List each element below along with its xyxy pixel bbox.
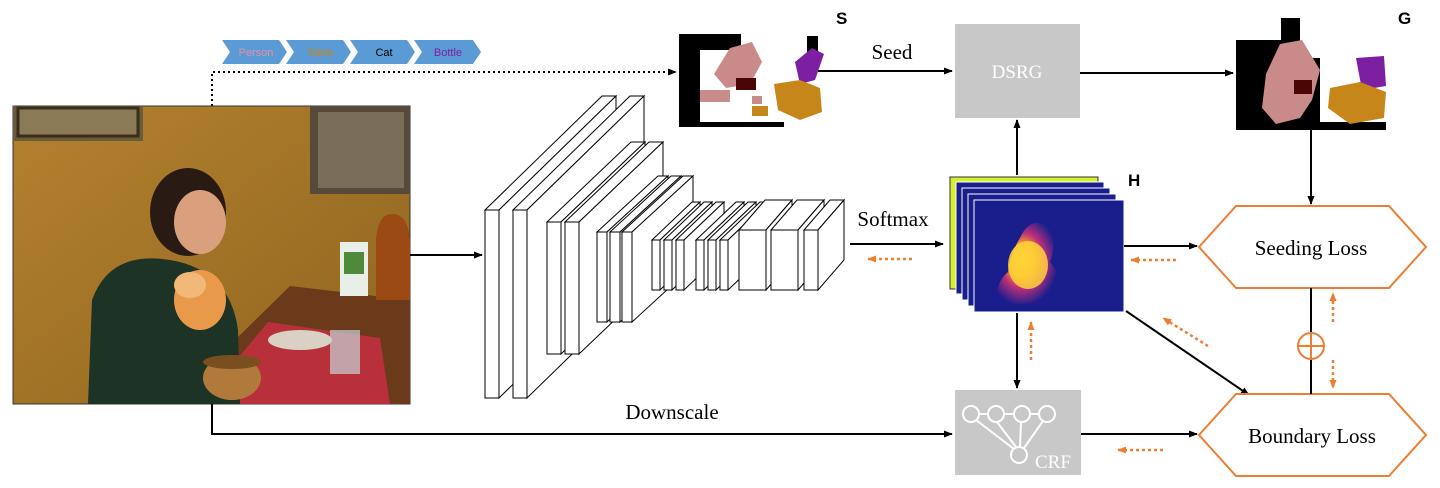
boundary-loss-node: Boundary Loss (1197, 393, 1428, 477)
crf-label: CRF (1035, 452, 1071, 473)
tag-label: Person (239, 47, 274, 59)
tag-label: Bottle (434, 47, 462, 59)
tag-label: Table (307, 47, 333, 59)
downscale-label: Downscale (625, 400, 718, 424)
crf-graph-icon (962, 405, 1056, 464)
tag-chevron: Person (222, 40, 287, 64)
seeding-loss-node: Seeding Loss (1197, 205, 1428, 289)
heatmap-stack (949, 176, 1125, 313)
seeding-loss-label: Seeding Loss (1255, 236, 1368, 260)
grown-seed-map-marker: G (1398, 9, 1411, 28)
tag-chevron: Table (286, 40, 351, 64)
tag-chevron: Cat (350, 40, 415, 64)
heatmap-to-boundary-loss-arrow (1125, 310, 1250, 396)
tag-to-seed-connector (211, 68, 677, 106)
tag-label: Cat (375, 47, 392, 59)
softmax-label: Softmax (857, 207, 929, 231)
cnn-layer-block (802, 198, 846, 292)
cnn-backbone (483, 94, 846, 400)
boundary-gradient-arrow (1162, 316, 1209, 348)
sum-icon (1297, 332, 1325, 360)
seed-label: Seed (872, 40, 913, 64)
input-image (12, 105, 411, 405)
tag-chevron: Bottle (414, 40, 481, 64)
heatmap-marker: H (1128, 171, 1140, 190)
crf-module: CRF (955, 390, 1081, 475)
seed-map-marker: S (836, 9, 847, 28)
grown-seed-map (1236, 18, 1386, 130)
boundary-loss-label: Boundary Loss (1248, 424, 1376, 448)
class-tags: Person Table Cat Bottle (222, 40, 481, 64)
dsrg-label: DSRG (992, 62, 1043, 83)
seed-map (679, 16, 824, 127)
downscale-arrow (211, 404, 953, 438)
dsrg-module: DSRG (955, 24, 1080, 118)
